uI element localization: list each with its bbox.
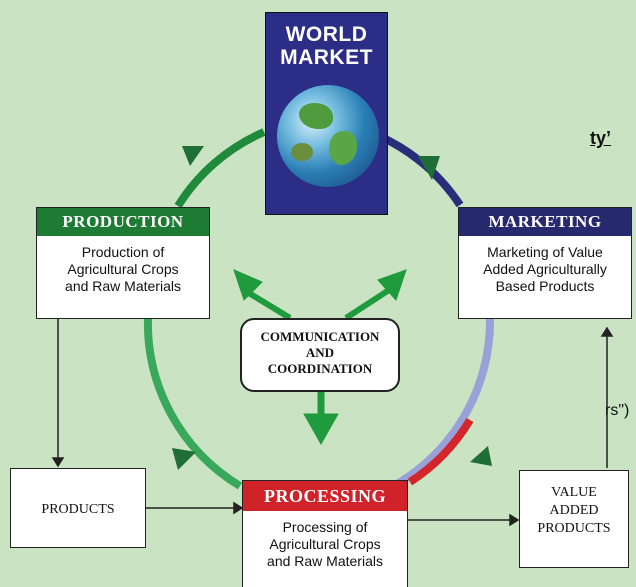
value-added-line1: VALUE [551,485,597,500]
value-added-line3: PRODUCTS [537,521,611,536]
world-market-line1: WORLD [285,23,368,46]
flow-arrows [51,318,614,527]
processing-header: PROCESSING [243,481,407,511]
production-box: PRODUCTION Production of Agricultural Cr… [36,207,210,319]
processing-box: PROCESSING Processing of Agricultural Cr… [242,480,408,587]
world-market-title: WORLD MARKET [266,23,387,69]
marketing-line1: Marketing of Value [487,244,603,260]
globe-icon [277,85,379,187]
processing-line3: and Raw Materials [267,553,383,569]
marketing-box: MARKETING Marketing of Value Added Agric… [458,207,632,319]
communication-line1: COMMUNICATION [260,329,380,344]
cropped-text-fragment: rs") [605,402,630,419]
production-line2: Agricultural Crops [67,261,179,277]
communication-line3: COORDINATION [267,361,373,376]
processing-line2: Agricultural Crops [269,536,381,552]
products-box: PRODUCTS [10,468,146,548]
marketing-line3: Based Products [495,278,595,294]
ring-arc-left-lower [143,317,243,490]
cropped-title-fragment: ty’ [590,128,612,148]
ring-arc-left-upper [174,128,266,209]
value-added-line2: ADDED [549,503,599,518]
ring-arc-right-lower [388,317,495,492]
arrowhead-top-left [182,146,204,166]
ring-arc-red [407,417,474,486]
marketing-header: MARKETING [459,208,631,236]
production-header: PRODUCTION [37,208,209,236]
processing-line1: Processing of [282,519,368,535]
production-line3: and Raw Materials [65,278,181,294]
communication-box: COMMUNICATION AND COORDINATION [240,318,400,392]
center-arrows [233,269,407,446]
value-added-products-box: VALUE ADDED PRODUCTS [519,470,629,568]
marketing-line2: Added Agriculturally [483,261,607,277]
arrowhead-bottom-right [470,446,492,466]
communication-line2: AND [305,345,335,360]
production-line1: Production of [81,244,165,260]
arrowhead-top-right [418,156,440,180]
world-market-line2: MARKET [280,46,373,69]
world-market-panel: WORLD MARKET [265,12,388,215]
arrowhead-bottom-left [172,448,196,470]
products-label: PRODUCTS [41,502,115,517]
